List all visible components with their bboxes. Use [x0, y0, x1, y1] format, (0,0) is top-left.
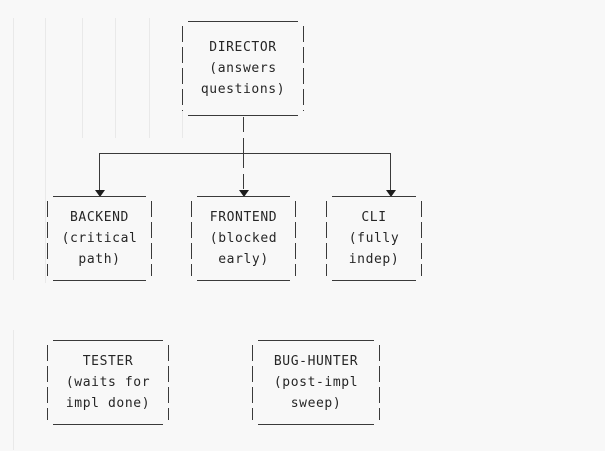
box-border-right	[151, 201, 152, 276]
node-note-line1: (answers	[209, 61, 277, 76]
edge-director-trunk	[243, 117, 244, 154]
box-border-top	[258, 340, 374, 341]
arrowhead-frontend	[239, 190, 249, 197]
box-border-bottom	[197, 280, 290, 281]
edge-bus	[99, 153, 391, 154]
indent-guide-line	[149, 18, 150, 138]
node-note-line2: questions)	[200, 82, 286, 97]
node-note-line2: sweep)	[290, 396, 342, 411]
node-note-line2: path)	[78, 252, 121, 267]
box-border-right	[168, 345, 169, 420]
node-frontend[interactable]: FRONTEND (blocked early)	[191, 196, 296, 281]
node-title: FRONTEND	[209, 210, 278, 225]
indent-guide-line	[82, 18, 83, 138]
box-border-top	[53, 340, 163, 341]
box-border-top	[332, 196, 416, 197]
arrowhead-backend	[95, 190, 105, 197]
indent-guide-line	[182, 110, 183, 138]
box-border-right	[295, 201, 296, 276]
box-border-left	[182, 26, 183, 111]
edge-drop-cli	[390, 153, 391, 192]
node-note-line1: (post-impl	[273, 375, 359, 390]
node-bug-hunter[interactable]: BUG-HUNTER (post-impl sweep)	[252, 340, 380, 425]
box-border-bottom	[258, 424, 374, 425]
box-border-top	[53, 196, 146, 197]
node-title: TESTER	[82, 354, 134, 369]
box-border-bottom	[53, 424, 163, 425]
node-note-line1: (blocked	[209, 231, 278, 246]
box-border-left	[47, 345, 48, 420]
node-title: BACKEND	[70, 210, 129, 225]
node-note-line2: indep)	[348, 252, 400, 267]
node-tester[interactable]: TESTER (waits for impl done)	[47, 340, 169, 425]
indent-guide-line	[13, 330, 14, 450]
node-cli[interactable]: CLI (fully indep)	[326, 196, 422, 281]
edge-drop-frontend	[243, 153, 244, 192]
node-director[interactable]: DIRECTOR (answers questions)	[182, 21, 304, 116]
node-note-line2: early)	[218, 252, 269, 267]
node-note-line1: (fully	[348, 231, 400, 246]
box-border-right	[421, 201, 422, 276]
node-backend[interactable]: BACKEND (critical path)	[47, 196, 152, 281]
box-border-right	[303, 26, 304, 111]
box-border-bottom	[53, 280, 146, 281]
box-border-left	[326, 201, 327, 276]
box-border-bottom	[188, 115, 298, 116]
arrowhead-cli	[386, 190, 396, 197]
node-note-line2: impl done)	[65, 396, 151, 411]
box-border-left	[47, 201, 48, 276]
box-border-left	[191, 201, 192, 276]
indent-guide-line	[115, 18, 116, 138]
node-note-line1: (waits for	[65, 375, 151, 390]
node-title: BUG-HUNTER	[273, 354, 359, 369]
indent-guide-line	[45, 18, 46, 283]
box-border-top	[197, 196, 290, 197]
box-border-top	[188, 21, 298, 22]
node-note-line1: (critical	[61, 231, 138, 246]
indent-guide-line	[13, 18, 14, 280]
box-border-left	[252, 345, 253, 420]
edge-drop-backend	[99, 153, 100, 192]
box-border-bottom	[332, 280, 416, 281]
box-border-right	[379, 345, 380, 420]
node-title: DIRECTOR	[209, 40, 277, 55]
node-title: CLI	[361, 210, 387, 225]
